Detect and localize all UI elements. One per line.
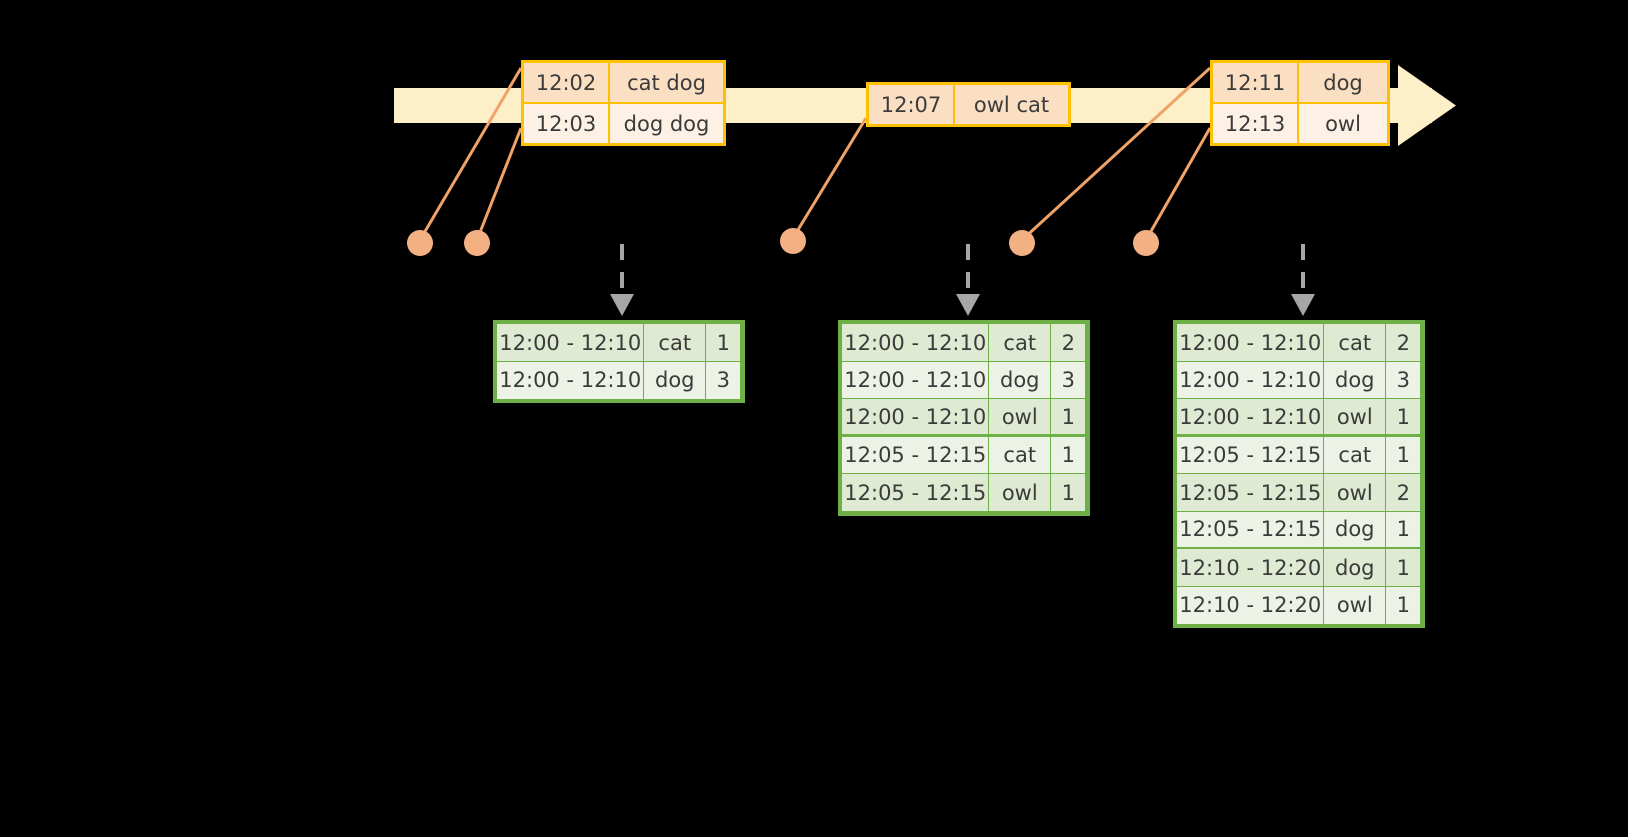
table-row[interactable]: 12:00 - 12:10 dog 3 bbox=[841, 360, 1087, 400]
table-row[interactable]: 12:05 - 12:15 cat 1 bbox=[1176, 435, 1422, 475]
count-cell: 1 bbox=[1050, 398, 1087, 438]
result-table-1[interactable]: 12:00 - 12:10 cat 1 12:00 - 12:10 dog 3 bbox=[493, 320, 745, 403]
table-row[interactable]: 12:10 - 12:20 dog 1 bbox=[1176, 548, 1422, 588]
key-cell: owl bbox=[1322, 473, 1387, 513]
count-cell: 2 bbox=[1385, 473, 1422, 513]
event-time: 12:07 bbox=[869, 85, 955, 124]
key-cell: cat bbox=[642, 323, 707, 363]
key-cell: owl bbox=[987, 473, 1052, 513]
table-row[interactable]: 12:00 - 12:10 dog 3 bbox=[1176, 360, 1422, 400]
key-cell: dog bbox=[1322, 360, 1387, 400]
table-row[interactable]: 12:10 - 12:20 owl 1 bbox=[1176, 585, 1422, 625]
emit-arrowheads bbox=[610, 294, 1315, 316]
event-row[interactable]: 12:07 owl cat bbox=[869, 85, 1068, 124]
event-group-3[interactable]: 12:11 dog 12:13 owl bbox=[1210, 60, 1390, 146]
key-cell: dog bbox=[1322, 510, 1387, 550]
key-cell: dog bbox=[1322, 548, 1387, 588]
event-time: 12:13 bbox=[1213, 104, 1299, 143]
event-group-2[interactable]: 12:07 owl cat bbox=[866, 82, 1071, 127]
event-payload: dog dog bbox=[610, 104, 723, 143]
table-row[interactable]: 12:00 - 12:10 cat 2 bbox=[841, 323, 1087, 363]
count-cell: 1 bbox=[1385, 510, 1422, 550]
table-row[interactable]: 12:05 - 12:15 owl 1 bbox=[841, 473, 1087, 513]
key-cell: owl bbox=[987, 398, 1052, 438]
window-cell: 12:05 - 12:15 bbox=[1176, 510, 1325, 550]
table-row[interactable]: 12:00 - 12:10 cat 2 bbox=[1176, 323, 1422, 363]
window-cell: 12:00 - 12:10 bbox=[841, 360, 990, 400]
count-cell: 1 bbox=[1385, 548, 1422, 588]
key-cell: cat bbox=[1322, 323, 1387, 363]
count-cell: 2 bbox=[1050, 323, 1087, 363]
event-payload: cat dog bbox=[610, 63, 723, 102]
window-cell: 12:10 - 12:20 bbox=[1176, 585, 1325, 625]
table-row[interactable]: 12:00 - 12:10 owl 1 bbox=[1176, 398, 1422, 438]
count-cell: 2 bbox=[1385, 323, 1422, 363]
count-cell: 1 bbox=[1385, 585, 1422, 625]
result-table-2[interactable]: 12:00 - 12:10 cat 2 12:00 - 12:10 dog 3 … bbox=[838, 320, 1090, 516]
key-cell: cat bbox=[987, 435, 1052, 475]
window-cell: 12:00 - 12:10 bbox=[841, 398, 990, 438]
event-time: 12:03 bbox=[524, 104, 610, 143]
window-cell: 12:05 - 12:15 bbox=[841, 435, 990, 475]
key-cell: dog bbox=[642, 360, 707, 400]
table-row[interactable]: 12:05 - 12:15 cat 1 bbox=[841, 435, 1087, 475]
event-group-1[interactable]: 12:02 cat dog 12:03 dog dog bbox=[521, 60, 726, 146]
event-dot bbox=[1009, 230, 1035, 256]
table-row[interactable]: 12:00 - 12:10 owl 1 bbox=[841, 398, 1087, 438]
result-table-3[interactable]: 12:00 - 12:10 cat 2 12:00 - 12:10 dog 3 … bbox=[1173, 320, 1425, 628]
event-payload: owl bbox=[1299, 104, 1387, 143]
key-cell: owl bbox=[1322, 585, 1387, 625]
event-time: 12:02 bbox=[524, 63, 610, 102]
emit-arrows bbox=[620, 244, 1305, 296]
count-cell: 1 bbox=[1385, 435, 1422, 475]
table-row[interactable]: 12:05 - 12:15 owl 2 bbox=[1176, 473, 1422, 513]
window-cell: 12:00 - 12:10 bbox=[1176, 398, 1325, 438]
event-dots bbox=[407, 228, 1159, 256]
event-dot bbox=[464, 230, 490, 256]
key-cell: cat bbox=[1322, 435, 1387, 475]
event-dot bbox=[407, 230, 433, 256]
event-time: 12:11 bbox=[1213, 63, 1299, 102]
table-row[interactable]: 12:05 - 12:15 dog 1 bbox=[1176, 510, 1422, 550]
table-row[interactable]: 12:00 - 12:10 cat 1 bbox=[496, 323, 742, 363]
event-row[interactable]: 12:13 owl bbox=[1213, 102, 1387, 143]
event-dot bbox=[1133, 230, 1159, 256]
window-cell: 12:05 - 12:15 bbox=[1176, 473, 1325, 513]
window-cell: 12:05 - 12:15 bbox=[841, 473, 990, 513]
count-cell: 3 bbox=[705, 360, 742, 400]
key-cell: dog bbox=[987, 360, 1052, 400]
count-cell: 3 bbox=[1050, 360, 1087, 400]
window-cell: 12:00 - 12:10 bbox=[496, 323, 645, 363]
count-cell: 1 bbox=[1050, 435, 1087, 475]
key-cell: cat bbox=[987, 323, 1052, 363]
table-row[interactable]: 12:00 - 12:10 dog 3 bbox=[496, 360, 742, 400]
event-payload: owl cat bbox=[955, 85, 1068, 124]
count-cell: 3 bbox=[1385, 360, 1422, 400]
window-cell: 12:00 - 12:10 bbox=[1176, 360, 1325, 400]
count-cell: 1 bbox=[1050, 473, 1087, 513]
key-cell: owl bbox=[1322, 398, 1387, 438]
window-cell: 12:10 - 12:20 bbox=[1176, 548, 1325, 588]
window-cell: 12:00 - 12:10 bbox=[1176, 323, 1325, 363]
event-payload: dog bbox=[1299, 63, 1387, 102]
window-cell: 12:05 - 12:15 bbox=[1176, 435, 1325, 475]
event-dot bbox=[780, 228, 806, 254]
count-cell: 1 bbox=[1385, 398, 1422, 438]
window-cell: 12:00 - 12:10 bbox=[841, 323, 990, 363]
event-row[interactable]: 12:11 dog bbox=[1213, 63, 1387, 102]
count-cell: 1 bbox=[705, 323, 742, 363]
event-row[interactable]: 12:03 dog dog bbox=[524, 102, 723, 143]
event-row[interactable]: 12:02 cat dog bbox=[524, 63, 723, 102]
window-cell: 12:00 - 12:10 bbox=[496, 360, 645, 400]
